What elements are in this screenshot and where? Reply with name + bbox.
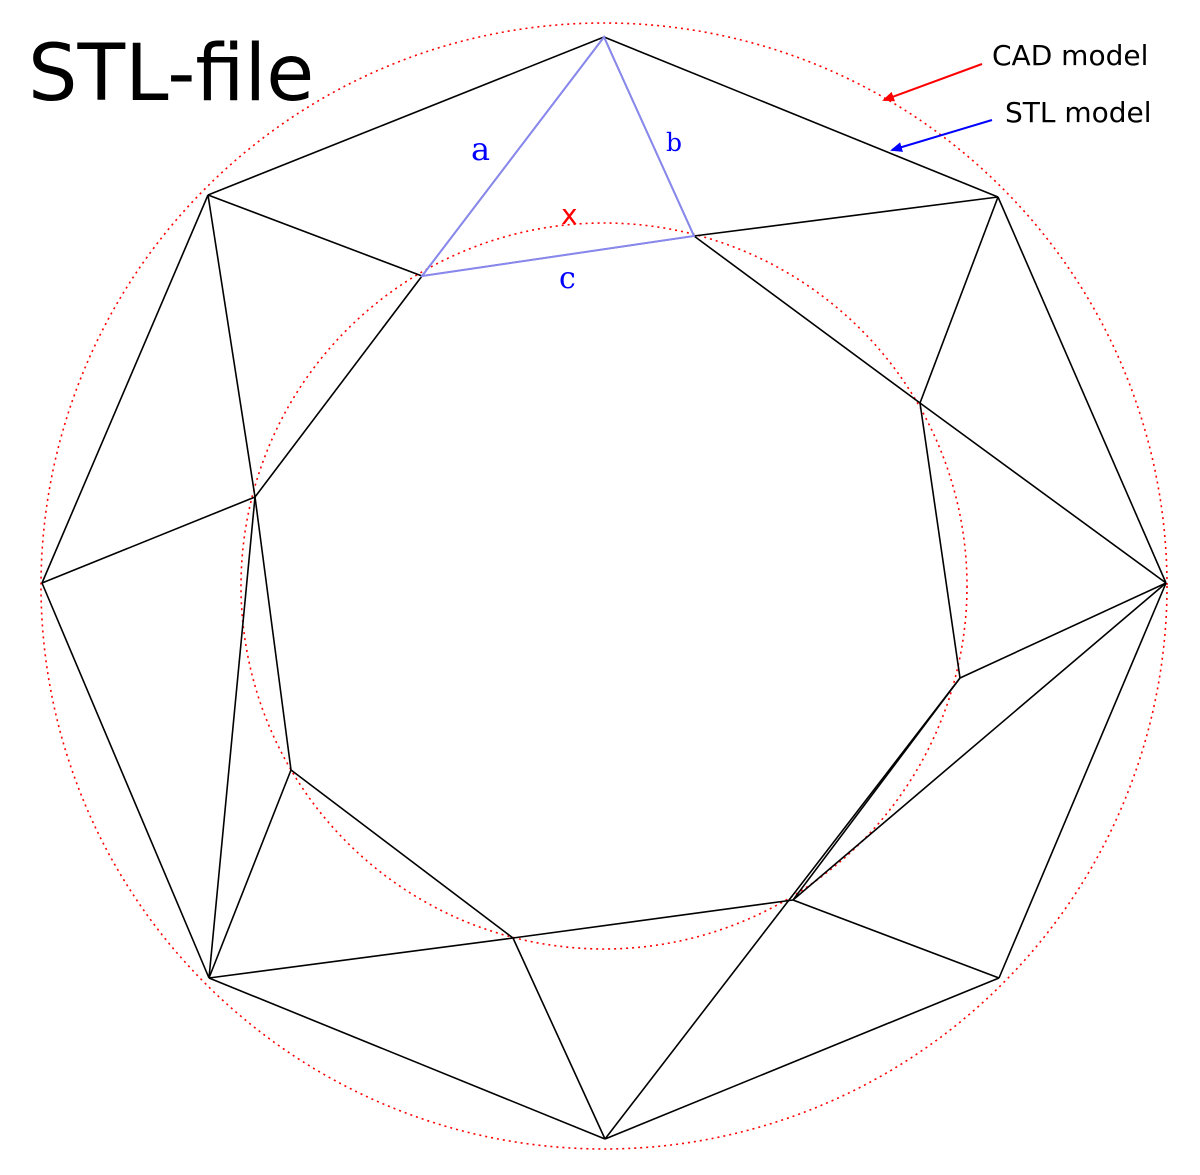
- stl-edge: [208, 769, 292, 979]
- stl-edge: [208, 937, 514, 979]
- stl-edge: [207, 194, 423, 277]
- cad-model-label: CAD model: [992, 39, 1148, 72]
- stl-edge: [208, 977, 606, 1140]
- stl-edge: [693, 196, 999, 237]
- highlighted-triangle: [419, 35, 696, 278]
- cad-inner-circle: [240, 222, 968, 950]
- stl-edge: [290, 769, 514, 939]
- stl-edge: [41, 194, 209, 584]
- stl-triangle-mesh: [41, 36, 1167, 1140]
- stl-edge: [919, 402, 1167, 584]
- edge-label-b: b: [666, 128, 682, 157]
- cad-arrow: [882, 63, 983, 102]
- stl-edge: [604, 677, 961, 1140]
- stl-edge: [207, 36, 605, 196]
- stl-edge: [208, 496, 256, 979]
- stl-edge: [207, 194, 256, 498]
- stl-edge: [959, 582, 1167, 679]
- stl-edge: [919, 402, 961, 679]
- stl-arrow: [890, 119, 993, 152]
- stl-model-label: STL model: [1005, 96, 1152, 129]
- edge-label-c: c: [559, 261, 576, 296]
- stl-edge: [512, 899, 794, 939]
- stl-edge: [512, 937, 606, 1140]
- stl-edge: [604, 977, 1000, 1140]
- stl-edge: [919, 196, 999, 404]
- stl-edge: [41, 496, 256, 584]
- stl-edge: [41, 582, 210, 979]
- stl-edge: [998, 582, 1167, 979]
- edge-label-a: a: [471, 130, 490, 168]
- stl-edge: [254, 496, 292, 771]
- chord-error-mark: x: [561, 198, 578, 231]
- stl-edge: [693, 235, 921, 404]
- stl-edge: [792, 899, 1000, 979]
- page-title: STL-file: [28, 29, 314, 119]
- stl-edge: [792, 582, 1167, 901]
- stl-edge: [997, 196, 1167, 584]
- stl-edge: [254, 275, 423, 498]
- stl-edge: [603, 36, 999, 198]
- cad-outer-circle: [40, 22, 1168, 1150]
